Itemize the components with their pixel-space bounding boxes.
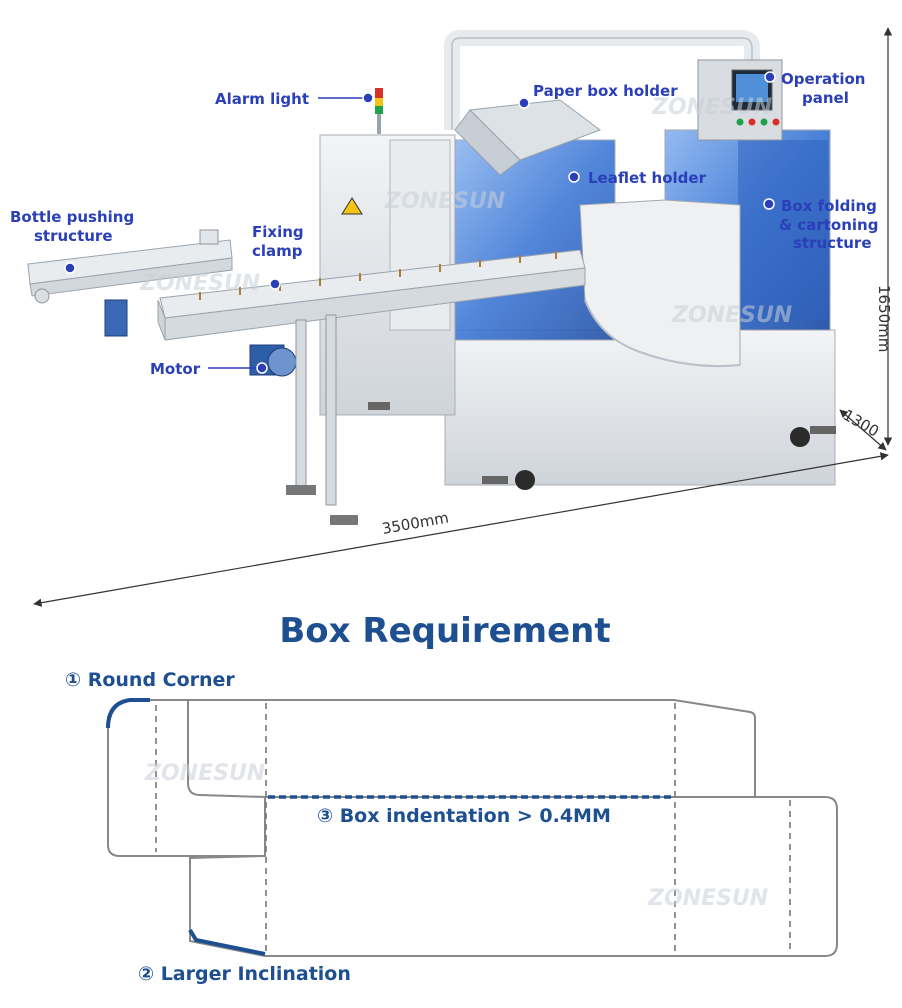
motor-label: Motor — [150, 360, 201, 378]
operation-panel-label-line1: Operation — [781, 70, 865, 88]
watermark-text: ZONESUN — [139, 271, 260, 296]
height-dimension: 1650mm — [875, 285, 893, 352]
bottle-pushing-label-line1: Bottle pushing — [10, 208, 134, 226]
box-requirement-title: Box Requirement — [279, 611, 610, 651]
paper-box-holder-label: Paper box holder — [533, 82, 678, 100]
callout-operation-panel: Operation panel — [764, 70, 865, 107]
box-folding-label-line3: structure — [793, 234, 872, 252]
watermark-text: ZONESUN — [671, 303, 792, 328]
dimension-lines — [33, 27, 893, 607]
callout-bottle-pushing: Bottle pushing structure — [10, 208, 134, 274]
fixing-clamp-label-line2: clamp — [252, 242, 303, 260]
callout-dot-icon — [64, 262, 76, 274]
fixing-clamp-label-line1: Fixing — [252, 223, 304, 241]
bottle-pushing-label-line2: structure — [34, 227, 113, 245]
callout-leaflet-holder: Leaflet holder — [568, 169, 707, 187]
callout-dot-icon — [269, 278, 281, 290]
box-folding-label-line1: Box folding — [781, 197, 877, 215]
leaflet-holder-label: Leaflet holder — [588, 169, 707, 187]
alarm-light-label: Alarm light — [215, 90, 309, 108]
callout-box-folding: Box folding & cartoning structure — [763, 197, 878, 252]
box-indentation-label: ③ Box indentation > 0.4MM — [317, 805, 611, 827]
watermark-text: ZONESUN — [651, 95, 772, 120]
watermark-text: ZONESUN — [384, 189, 505, 214]
callout-fixing-clamp: Fixing clamp — [252, 223, 304, 290]
callout-dot-icon — [256, 362, 268, 374]
callout-paper-box-holder: Paper box holder — [518, 82, 678, 109]
box-folding-label-line2: & cartoning — [779, 216, 878, 234]
larger-inclination-label: ② Larger Inclination — [138, 963, 351, 985]
callout-motor: Motor — [150, 360, 268, 378]
machine-illustration — [27, 30, 836, 525]
callout-alarm-light: Alarm light — [215, 90, 374, 108]
watermark-text: ZONESUN — [144, 761, 265, 786]
callout-dot-icon — [568, 171, 580, 183]
box-template-drawing — [106, 698, 838, 957]
operation-panel-label-line2: panel — [802, 89, 849, 107]
callout-dot-icon — [518, 97, 530, 109]
watermark-text: ZONESUN — [647, 886, 768, 911]
callout-dot-icon — [362, 92, 374, 104]
callout-dot-icon — [763, 198, 775, 210]
width-dimension: 1300 — [840, 406, 882, 441]
round-corner-label: ① Round Corner — [65, 669, 235, 691]
callout-dot-icon — [764, 71, 776, 83]
